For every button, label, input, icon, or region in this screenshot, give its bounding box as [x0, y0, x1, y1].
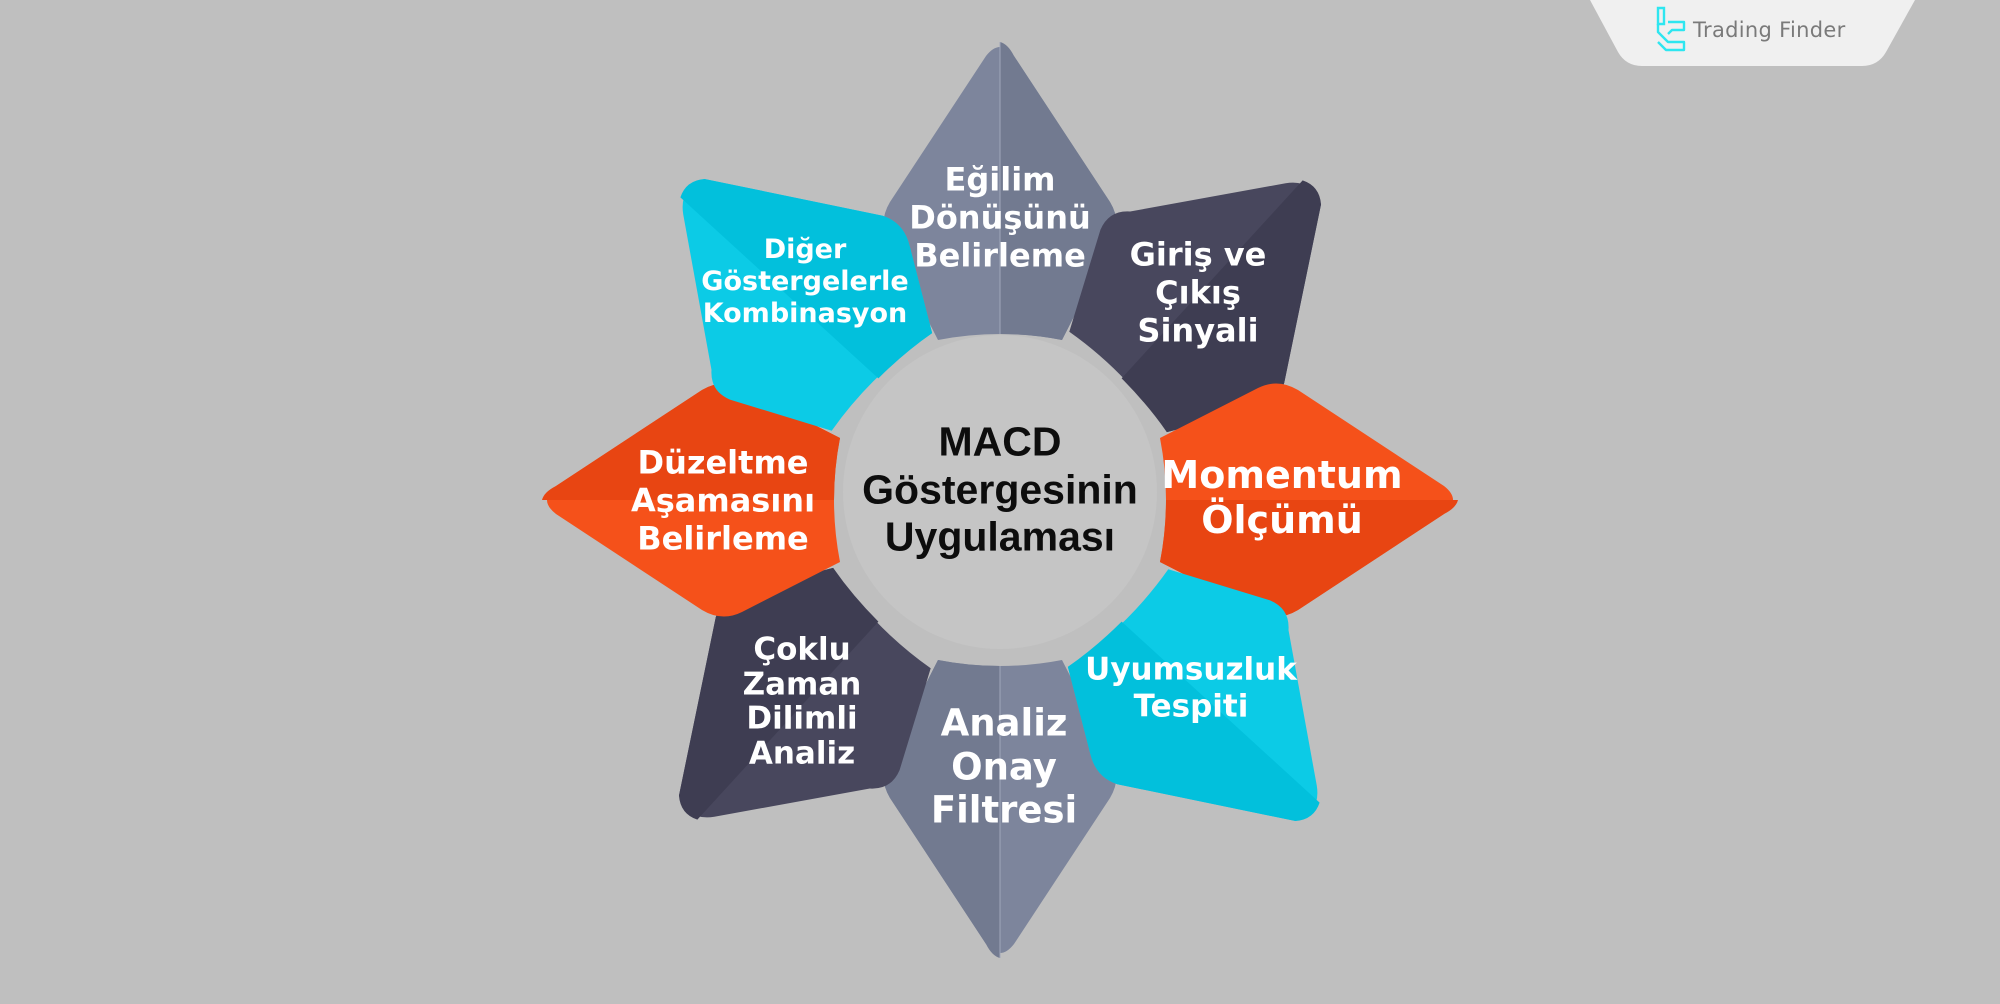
- petal-top-right: [1069, 180, 1322, 433]
- petal-label-bottom: Analiz Onay Filtresi: [930, 701, 1078, 832]
- petal-bottom-left: [678, 567, 931, 820]
- petal-label-right: Momentum Ölçümü: [1161, 453, 1403, 542]
- petal-top-left: [680, 178, 933, 431]
- center-circle: [843, 335, 1157, 649]
- petal-label-top: Eğilim Dönüşünü Belirleme: [909, 160, 1091, 274]
- petal-label-bottom-left: Çoklu Zaman Dilimli Analiz: [742, 631, 862, 772]
- petal-top: [883, 42, 1117, 340]
- petal-bottom-right: [1067, 569, 1320, 822]
- petal-label-top-right: Giriş ve Çıkış Sinyali: [1129, 235, 1267, 349]
- trading-finder-logo-icon: [1654, 6, 1688, 52]
- petal-label-bottom-right: Uyumsuzluk Tespiti: [1085, 651, 1297, 724]
- diagram-title: MACD Göstergesinin Uygulaması: [862, 419, 1138, 562]
- title-line-3: Uygulaması: [884, 513, 1116, 560]
- brand-tab: Trading Finder: [1590, 0, 1915, 66]
- title-line-2: Göstergesinin: [862, 466, 1138, 513]
- title-line-1: MACD: [938, 418, 1062, 465]
- petal-bottom: [883, 660, 1117, 958]
- petal-label-top-left: Diğer Göstergelerle Kombinasyon: [701, 234, 909, 329]
- petal-label-left: Düzeltme Aşamasını Belirleme: [630, 443, 816, 557]
- brand-name: Trading Finder: [1693, 18, 1846, 42]
